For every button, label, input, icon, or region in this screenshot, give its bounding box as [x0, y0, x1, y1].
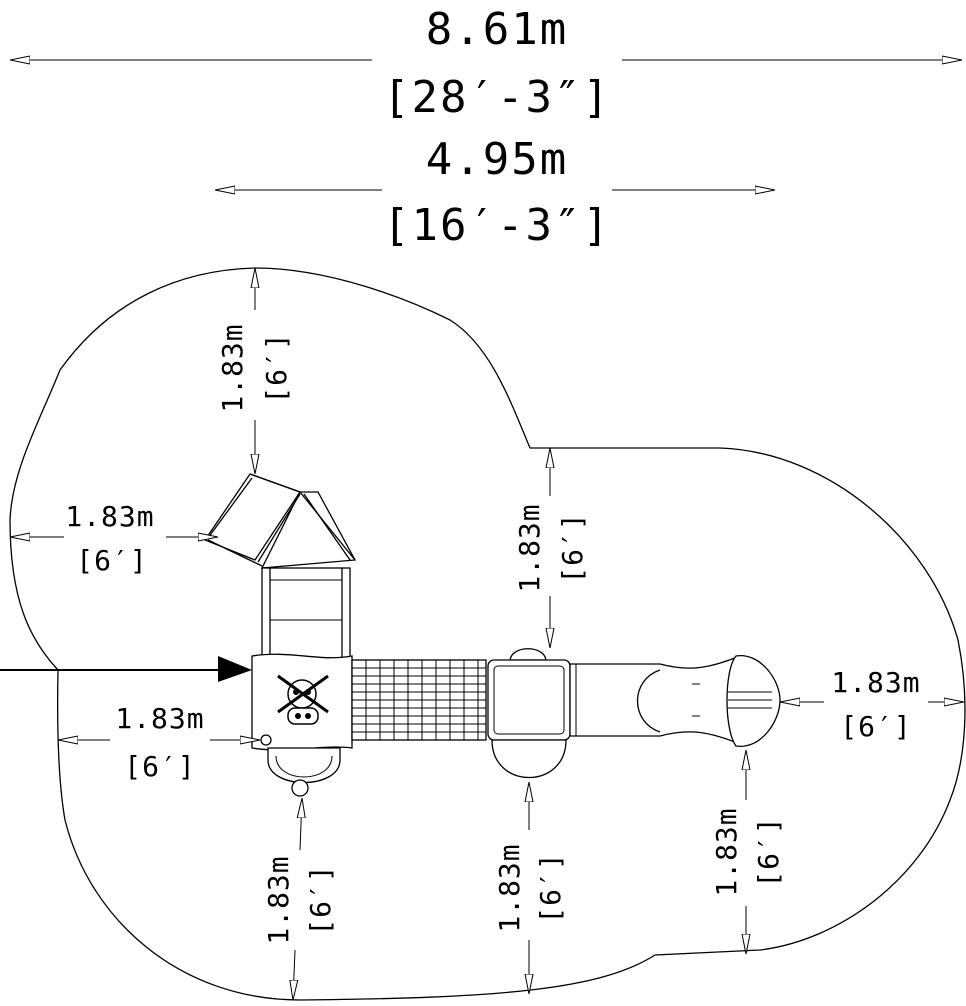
clearance-bottom-right-metric: 1.83m [710, 807, 743, 896]
clearance-left-lower-imperial: [6′] [124, 750, 195, 783]
clearance-right-imperial: [6′] [840, 710, 911, 743]
clearance-bottom-left-imperial: [6′] [304, 864, 337, 935]
clearance-bottom-left-metric: 1.83m [262, 855, 295, 944]
clearance-left-metric: 1.83m [65, 500, 154, 533]
equipment-width-imperial: [16′-3″] [383, 200, 611, 251]
clearance-top-imperial: [6′] [260, 332, 293, 403]
use-zone-boundary [9, 267, 966, 1001]
clearance-left-lower-metric: 1.83m [115, 702, 204, 735]
clearance-top-metric: 1.83m [216, 323, 249, 412]
skull-crossbones-icon [277, 674, 329, 725]
clearance-left-imperial: [6′] [76, 544, 147, 577]
clearance-mid-top-imperial: [6′] [556, 512, 589, 583]
clearance-right-metric: 1.83m [831, 666, 920, 699]
clearance-bottom-mid-imperial: [6′] [534, 852, 567, 923]
play-structure [204, 473, 781, 797]
entry-arrow-head-icon [218, 656, 252, 682]
equipment-width-metric: 4.95m [426, 134, 568, 185]
overall-width-metric: 8.61m [426, 4, 568, 55]
clearance-bottom-right-imperial: [6′] [752, 816, 785, 887]
clearance-bottom-mid-metric: 1.83m [493, 843, 526, 932]
clearance-mid-top-metric: 1.83m [513, 503, 546, 592]
overall-width-imperial: [28′-3″] [383, 72, 611, 123]
